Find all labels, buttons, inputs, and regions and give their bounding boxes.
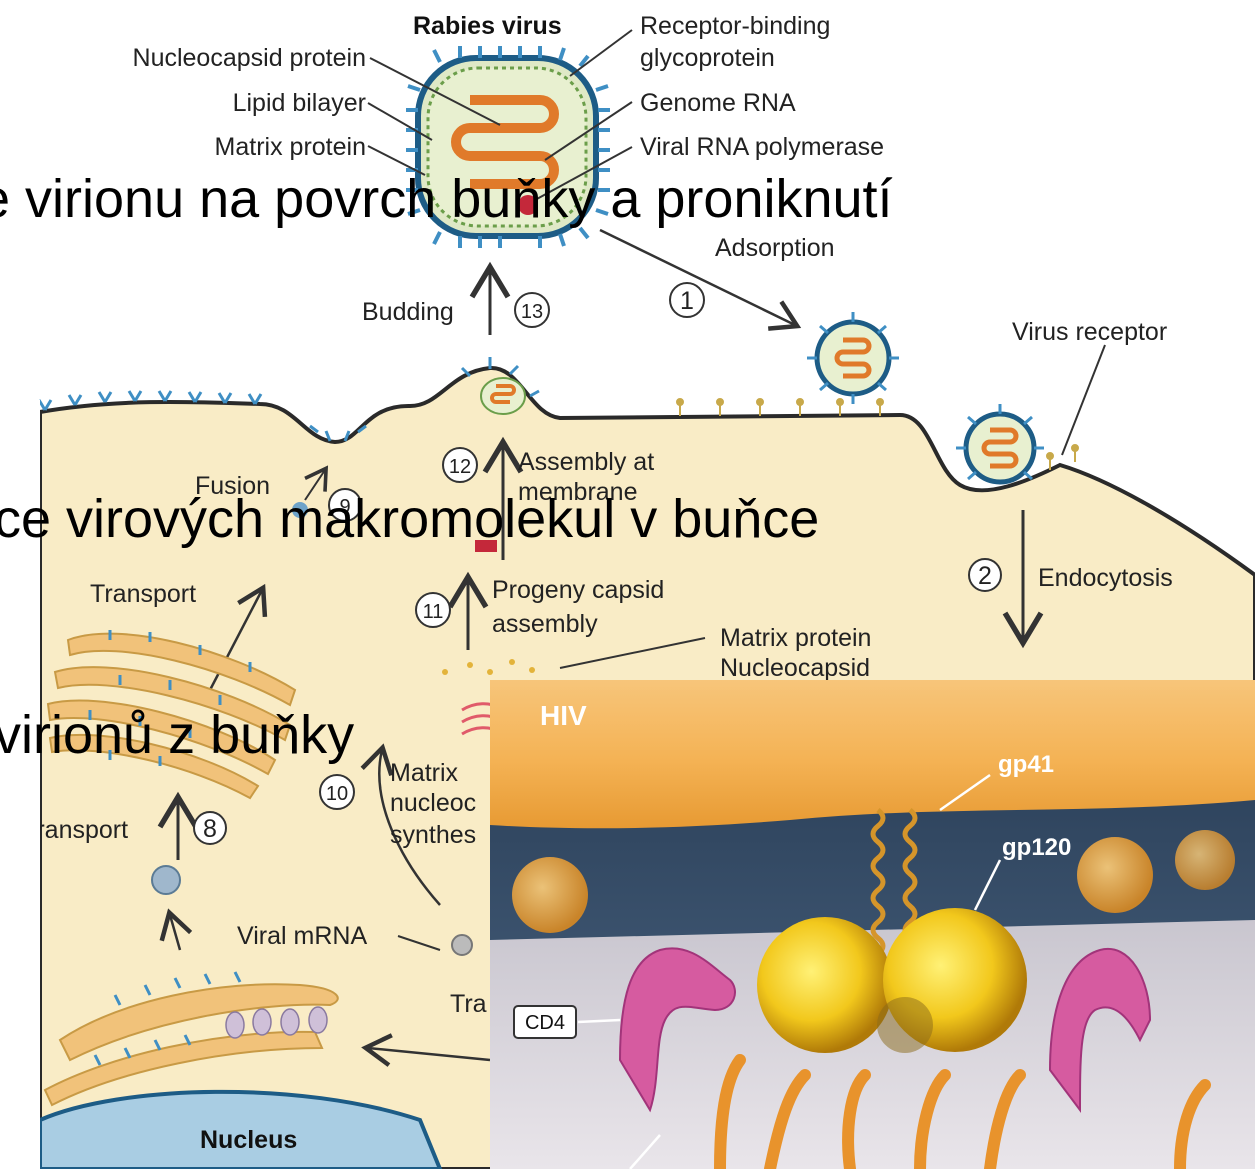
label-cd4: CD4 (525, 1012, 565, 1034)
step-12-number: 12 (449, 456, 471, 478)
label-matrix-protein: Matrix protein (215, 133, 366, 161)
hiv-title: HIV (540, 700, 587, 731)
bullet-adsorption-penetration: e virionu na povrch buňky a proniknutí (0, 172, 893, 226)
step-13-number: 13 (521, 301, 543, 323)
step-2-number: 2 (978, 562, 992, 590)
hiv-illustration-panel: HIV gp41 gp120 CD4 (490, 680, 1255, 1169)
label-gp120: gp120 (1002, 834, 1071, 861)
step-1-number: 1 (680, 287, 694, 315)
label-virus-receptor: Virus receptor (1012, 318, 1167, 346)
label-viral-mrna: Viral mRNA (237, 922, 367, 950)
label-glycoprotein: glycoprotein (640, 44, 775, 72)
label-genome-rna: Genome RNA (640, 89, 796, 117)
virus-receptor-leader (1062, 345, 1105, 455)
label-assembly: assembly (492, 610, 598, 638)
label-viral-rna-polymerase: Viral RNA polymerase (640, 133, 884, 161)
label-matrix-truncated: Matrix (390, 759, 459, 787)
step-8-number: 8 (203, 815, 217, 843)
label-synthesis-truncated: synthes (390, 821, 476, 849)
budding-virion (481, 378, 525, 414)
step-11-number: 11 (423, 601, 444, 623)
label-nucleus: Nucleus (200, 1126, 297, 1154)
label-gp41: gp41 (998, 751, 1054, 778)
hiv-binding-illustration: HIV gp41 gp120 CD4 (490, 680, 1255, 1169)
label-receptor-binding: Receptor-binding (640, 12, 830, 40)
attached-virion (807, 312, 899, 404)
bullet-macromolecule-synthesis: ce virových makromolekul v buňce (0, 492, 819, 546)
label-translation-truncated: Tra (450, 990, 487, 1018)
label-endocytosis: Endocytosis (1038, 564, 1173, 592)
label-nucleocapsid: Nucleocapsid (720, 654, 870, 682)
label-nucleocapsid-protein: Nucleocapsid protein (133, 44, 366, 72)
label-transport-upper: Transport (90, 580, 196, 608)
rabies-virus-title: Rabies virus (413, 12, 562, 40)
label-progeny-capsid: Progeny capsid (492, 576, 664, 604)
endocytosing-virion (956, 404, 1044, 482)
viral-envelope (490, 680, 1255, 828)
bullet-virion-release: virionů z buňky (0, 708, 354, 762)
label-nucleocapsid-truncated: nucleoc (390, 789, 476, 817)
label-adsorption: Adsorption (715, 234, 835, 262)
label-assembly-at: Assembly at (518, 448, 654, 476)
label-matrix-protein-2: Matrix protein (720, 624, 871, 652)
step-10-number: 10 (326, 783, 348, 805)
ribosome (452, 935, 472, 955)
label-lipid-bilayer: Lipid bilayer (233, 89, 366, 117)
transport-vesicle (152, 866, 180, 894)
label-budding: Budding (362, 298, 454, 326)
